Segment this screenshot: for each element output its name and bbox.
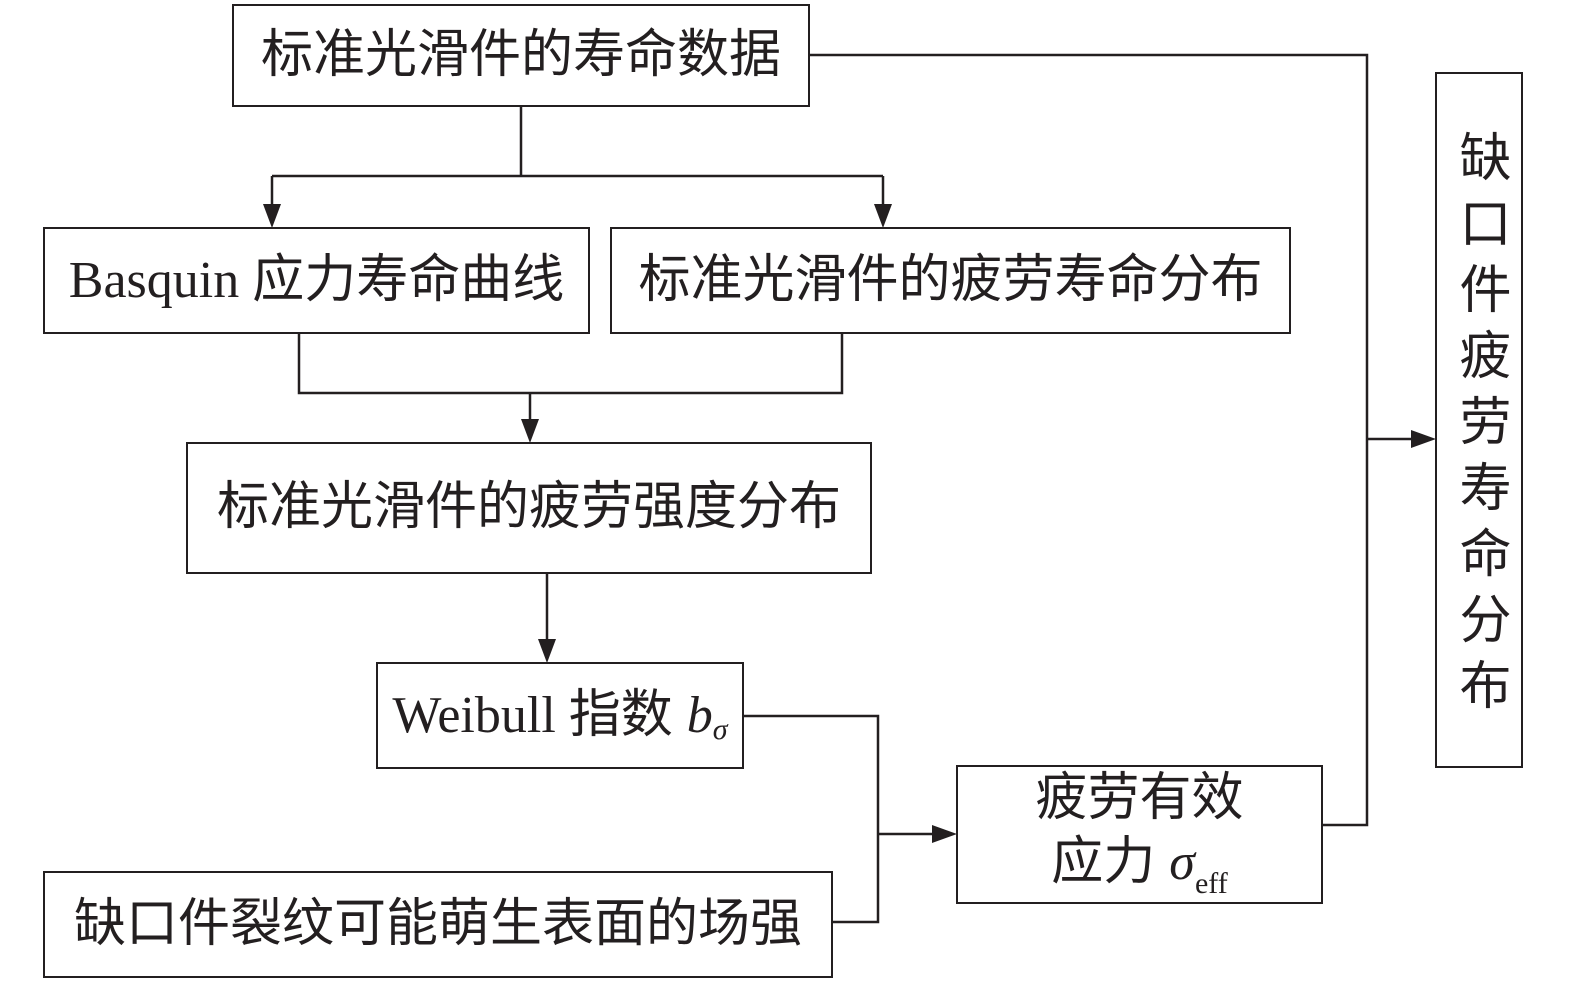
weibull-subscript: σ — [712, 712, 728, 746]
node-notch-crack-initiation-field: 缺口件裂纹可能萌生表面的场强 — [43, 871, 833, 978]
connector-merge-weibull-field — [744, 714, 880, 924]
node-basquin-curve: Basquin 应力寿命曲线 — [43, 227, 590, 334]
effective-stress-line2-text: 应力 — [1051, 834, 1156, 891]
node-notch-fatigue-life-distribution: 缺口件疲劳寿命分布 — [1435, 72, 1523, 768]
effective-stress-symbol: σ — [1169, 834, 1195, 891]
node-label: Weibull 指数 — [392, 686, 673, 744]
node-label: 缺口件裂纹可能萌生表面的场强 — [73, 895, 802, 953]
arrow-to-weibull — [538, 639, 556, 663]
node-label: 标准光滑件的疲劳强度分布 — [216, 479, 841, 536]
node-smooth-fatigue-strength-distribution: 标准光滑件的疲劳强度分布 — [186, 442, 872, 574]
node-smooth-fatigue-life-distribution: 标准光滑件的疲劳寿命分布 — [610, 227, 1291, 334]
node-label: 缺口件疲劳寿命分布 — [1451, 130, 1508, 724]
node-label: Basquin 应力寿命曲线 — [68, 251, 565, 309]
arrow-to-strength-distribution — [521, 419, 539, 443]
node-label: 标准光滑件的疲劳寿命分布 — [638, 251, 1263, 309]
arrow-to-effective-stress — [932, 825, 957, 843]
effective-stress-line1: 疲劳有效 — [1035, 770, 1244, 827]
connector-merge-life-data-effective-stress — [810, 53, 1369, 827]
weibull-symbol: b — [686, 686, 713, 744]
effective-stress-subscript: eff — [1194, 867, 1228, 900]
arrow-to-fatigue-life-distribution — [874, 204, 892, 228]
arrow-to-notch-life-distribution — [1411, 430, 1436, 448]
node-label: 标准光滑件的寿命数据 — [260, 26, 781, 84]
connector-merge-basquin-life — [297, 334, 844, 395]
node-smooth-life-data: 标准光滑件的寿命数据 — [232, 4, 810, 107]
arrow-to-basquin — [263, 204, 281, 228]
